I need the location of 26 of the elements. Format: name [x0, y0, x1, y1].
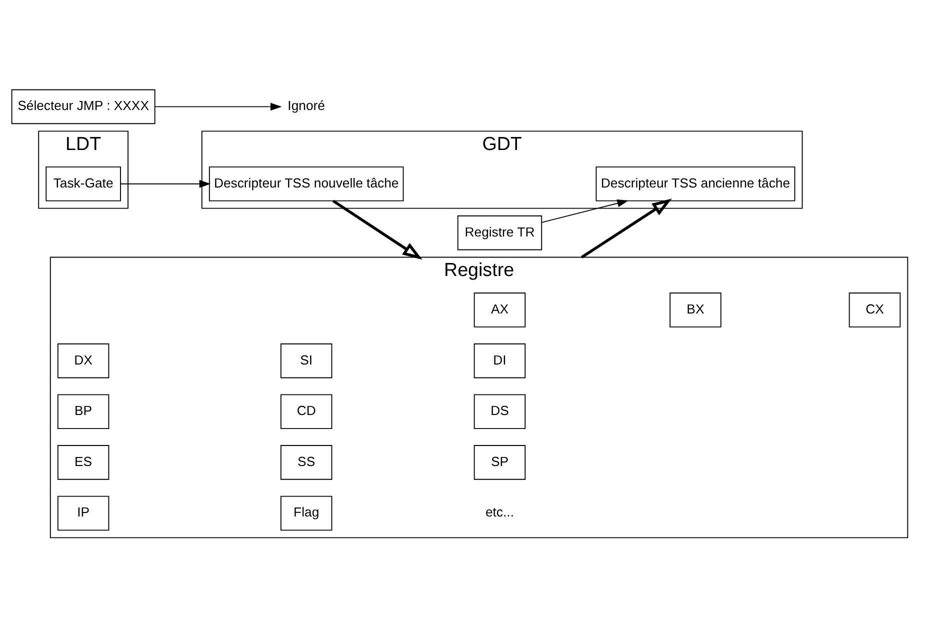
node-box: Registre TR — [457, 215, 542, 250]
node-box: IP — [57, 496, 110, 531]
node-box: CX — [848, 292, 901, 328]
node-box: SP — [474, 445, 526, 480]
label: etc... — [485, 504, 514, 520]
node-text: Ignoré — [288, 98, 325, 114]
node-box: Flag — [280, 496, 332, 531]
arrow — [541, 199, 629, 223]
node-box: DI — [474, 343, 526, 378]
node-box: DS — [474, 394, 526, 430]
node-box: CD — [280, 394, 332, 430]
arrow — [154, 102, 282, 111]
arrow — [120, 180, 211, 188]
node-box: BX — [670, 292, 722, 328]
node-box: SI — [280, 343, 332, 378]
arrow — [580, 198, 672, 258]
node-box: AX — [474, 292, 526, 328]
node-box: Task-Gate — [46, 166, 121, 202]
arrow — [332, 200, 422, 260]
node-box: BP — [57, 394, 110, 430]
node-box: DX — [57, 343, 110, 378]
node-box: Descripteur TSS ancienne tâche — [596, 166, 796, 202]
node-box: Sélecteur JMP : XXXX — [11, 89, 156, 124]
node-box: Descripteur TSS nouvelle tâche — [208, 166, 404, 202]
node-box: ES — [57, 445, 110, 480]
node-box: SS — [280, 445, 332, 480]
